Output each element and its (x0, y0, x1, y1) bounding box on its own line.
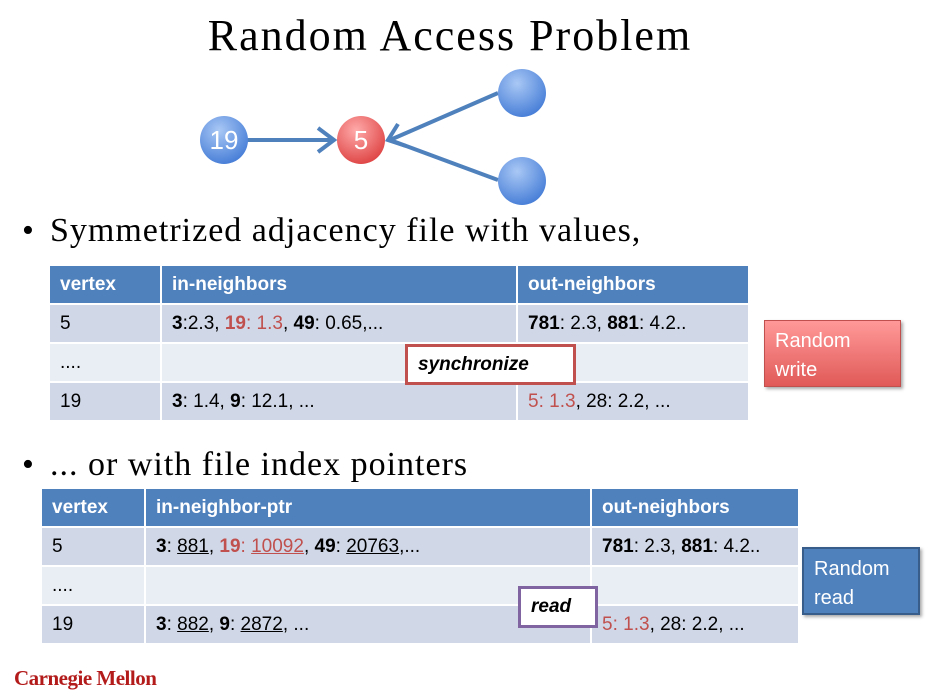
neighbor-value: : 0.65,... (314, 312, 384, 334)
in-neighbors-cell (145, 565, 592, 605)
file-pointer: 20763 (346, 535, 400, 557)
separator: , 28: 2.2, ... (649, 613, 745, 635)
random-read-label: Random read (802, 547, 920, 615)
random-write-label: Random write (764, 320, 901, 387)
neighbor-id: 3 (156, 535, 167, 557)
node-bottom (498, 157, 546, 205)
node-top (498, 69, 546, 117)
file-pointer: 2872 (240, 613, 283, 635)
neighbor-value: : 1.3 (538, 390, 576, 412)
file-pointer: 881 (177, 535, 209, 557)
separator: , (303, 535, 315, 557)
separator: : (240, 535, 252, 557)
neighbor-id: 19 (219, 535, 241, 557)
node-19-label: 19 (210, 125, 239, 155)
vertex-cell: 19 (42, 604, 146, 643)
node-19 (200, 116, 248, 164)
neighbor-id: 49 (314, 535, 336, 557)
separator: , (208, 535, 220, 557)
header-out-neighbors: out-neighbors (591, 489, 800, 527)
bullet-dot: • (22, 446, 35, 483)
header-vertex: vertex (42, 489, 146, 527)
neighbor-id: 881 (681, 535, 713, 557)
neighbor-value: : 12.1, ... (240, 390, 315, 412)
separator: : (166, 535, 178, 557)
neighbor-id: 781 (528, 312, 560, 334)
neighbor-id: 49 (293, 312, 315, 334)
separator: , (208, 613, 220, 635)
neighbor-value: : 4.2.. (712, 535, 761, 557)
read-callout: read (518, 586, 598, 628)
bullet-dot: • (22, 212, 35, 249)
vertex-cell: 5 (50, 303, 162, 343)
neighbor-id: 9 (219, 613, 230, 635)
out-neighbors-cell: 5: 1.3, 28: 2.2, ... (591, 604, 800, 643)
separator: : (335, 535, 347, 557)
separator: , 28: 2.2, ... (575, 390, 671, 412)
synchronize-callout: synchronize (405, 344, 576, 385)
neighbor-id: 3 (172, 390, 183, 412)
vertex-cell: .... (42, 565, 146, 605)
table-row: .... (50, 342, 750, 382)
separator: ,... (399, 535, 421, 557)
node-5-label: 5 (354, 125, 368, 155)
bullet-text: ... or with file index pointers (50, 446, 469, 483)
neighbor-id: 3 (156, 613, 167, 635)
in-neighbors-cell: 3: 881, 19: 10092, 49: 20763,... (145, 526, 592, 566)
slide-title: Random Access Problem (207, 11, 693, 60)
header-out-neighbors: out-neighbors (517, 266, 750, 304)
neighbor-value: : 2.3, (559, 312, 608, 334)
bullet-file-index: • ... or with file index pointers (22, 446, 468, 484)
neighbor-id: 9 (230, 390, 241, 412)
header-in-neighbor-ptr: in-neighbor-ptr (145, 489, 592, 527)
neighbor-id: 5 (528, 390, 539, 412)
separator: : (229, 613, 241, 635)
vertex-cell: 5 (42, 526, 146, 566)
bullet-symmetrized: • Symmetrized adjacency file with values, (22, 212, 641, 250)
neighbor-value: : 4.2.. (638, 312, 687, 334)
neighbor-value: : 1.4, (182, 390, 231, 412)
bullet-text: Symmetrized adjacency file with values, (50, 212, 642, 249)
out-neighbors-cell: 781: 2.3, 881: 4.2.. (591, 526, 800, 566)
neighbor-value: : 2.3, (633, 535, 682, 557)
out-neighbors-cell (591, 565, 800, 605)
neighbor-id: 5 (602, 613, 613, 635)
out-neighbors-cell: 781: 2.3, 881: 4.2.. (517, 303, 750, 343)
carnegie-mellon-logo: Carnegie Mellon (14, 666, 157, 690)
file-pointer: 10092 (251, 535, 304, 557)
in-neighbors-cell: 3:2.3, 19: 1.3, 49: 0.65,... (161, 303, 518, 343)
header-in-neighbors: in-neighbors (161, 266, 518, 304)
in-neighbors-cell: 3: 1.4, 9: 12.1, ... (161, 381, 518, 420)
edge-19-to-5 (247, 126, 338, 154)
neighbor-id: 781 (602, 535, 634, 557)
edge-bottom-to-5 (389, 138, 499, 182)
separator: , (282, 312, 294, 334)
out-neighbors-cell: 5: 1.3, 28: 2.2, ... (517, 381, 750, 420)
edge-top-to-5 (384, 91, 499, 148)
neighbor-value: :2.3 (182, 312, 215, 334)
header-vertex: vertex (50, 266, 162, 304)
vertex-cell: 19 (50, 381, 162, 420)
vertex-cell: .... (50, 342, 162, 382)
neighbor-id: 881 (607, 312, 639, 334)
table-row: .... (42, 565, 800, 605)
separator: , (214, 312, 225, 334)
separator: , ... (282, 613, 310, 635)
node-5 (337, 116, 385, 164)
file-pointer: 882 (177, 613, 209, 635)
separator: : (166, 613, 178, 635)
neighbor-id: 3 (172, 312, 183, 334)
neighbor-id: 19 (224, 312, 246, 334)
in-neighbors-cell: 3: 882, 9: 2872, ... (145, 604, 592, 643)
neighbor-value: : 1.3 (245, 312, 283, 334)
neighbor-value: : 1.3 (612, 613, 650, 635)
